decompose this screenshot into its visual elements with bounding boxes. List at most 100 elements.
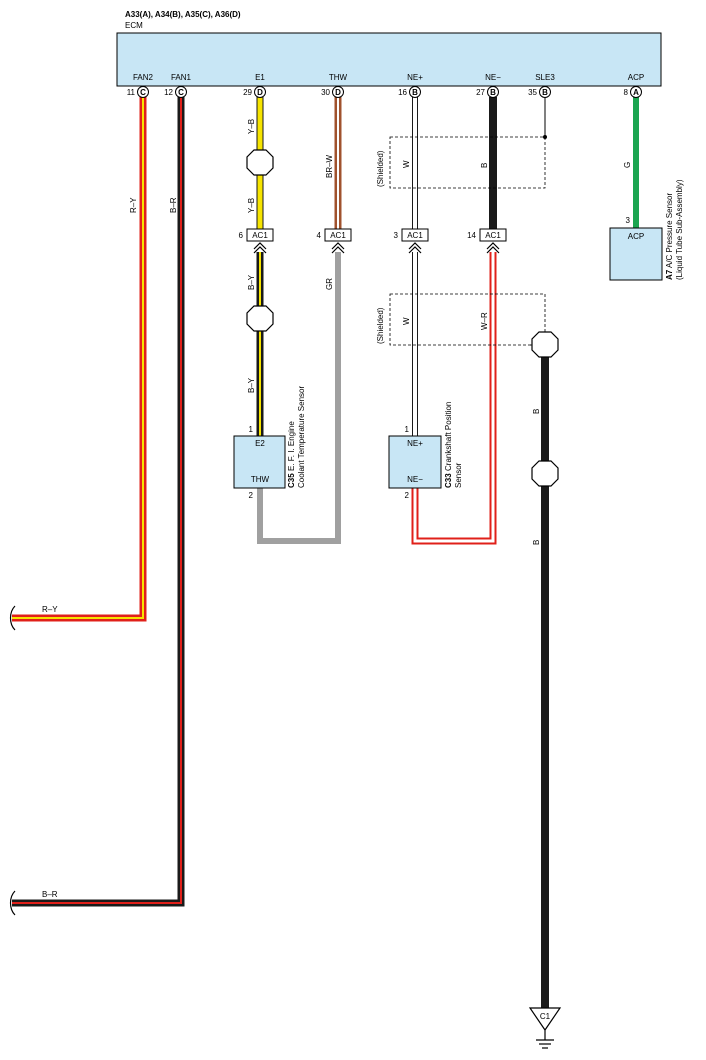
sensor-label-acp: ACP — [628, 232, 644, 241]
pin-letter-ne-minus: B — [490, 88, 496, 97]
sensor-label-e2: E2 — [255, 439, 265, 448]
chevron-up-icon — [253, 242, 267, 254]
pin-number-acp: 8 — [624, 88, 629, 97]
sensor-ac-pressure: ACP 3 — [609, 216, 663, 281]
chevron-up-icon — [486, 242, 500, 254]
ecm-name: ECM — [125, 21, 143, 30]
pin-number-e1: 29 — [243, 88, 252, 97]
wire-break-mark-br — [9, 890, 16, 916]
wire-label-thw-low: GR — [325, 278, 334, 290]
wire-label-ground-upper: B — [532, 409, 541, 414]
ecm-connectors-title: A33(A), A34(B), A35(C), A36(D) — [125, 10, 241, 19]
pin-label-ne-minus: NE− — [485, 73, 501, 82]
pin-number-ne-plus: 16 — [398, 88, 407, 97]
sensor-coolant-temp: E2 THW 1 2 — [233, 425, 286, 500]
sensor-coolant-name-line2: Coolant Temperature Sensor — [297, 386, 306, 488]
shield-box-upper — [389, 136, 546, 189]
pin-number-fan2: 11 — [127, 88, 136, 97]
pin-label-acp: ACP — [628, 73, 644, 82]
ecm-box — [116, 32, 662, 87]
pin-letter-sle3: B — [542, 88, 548, 97]
junction-label: AC1 — [252, 231, 268, 240]
shielded-label-lower: (Shielded) — [376, 307, 385, 344]
pin-label-fan1: FAN1 — [171, 73, 192, 82]
junction-pin: 4 — [317, 231, 322, 240]
pin-label-thw: THW — [329, 73, 348, 82]
wire-label-thw: BR–W — [325, 154, 334, 178]
pin-number-ne-minus: 27 — [476, 88, 485, 97]
wire-label-e1-upper: Y–B — [247, 119, 256, 134]
chevron-up-icon — [408, 242, 422, 254]
wire-label-ne-plus-low: W — [402, 317, 411, 325]
ground-c1: C1 — [528, 1007, 562, 1049]
sensor-pin-top: 1 — [405, 425, 410, 434]
junction-ac1-14: AC1 14 — [467, 228, 507, 254]
junction-pin: 3 — [394, 231, 399, 240]
shield-box-lower — [389, 293, 546, 346]
junction-label: AC1 — [330, 231, 346, 240]
pin-letter-ne-plus: B — [412, 88, 418, 97]
wire-label-fan1: B–R — [169, 197, 178, 213]
sensor-coolant-name-line1: E. F. I. Engine — [287, 421, 296, 471]
sensor-pin-top: 1 — [249, 425, 254, 434]
wire-fan2-ry — [12, 97, 147, 622]
sensor-code-c35: C35 — [287, 473, 296, 488]
wire-break-mark-ry — [9, 605, 16, 631]
wire-fan1-br — [12, 97, 185, 907]
sensor-code-c33: C33 — [444, 473, 453, 488]
ground-label: C1 — [540, 1012, 551, 1021]
wire-label-ground-lower: B — [532, 540, 541, 545]
pin-label-fan2: FAN2 — [133, 73, 154, 82]
sensor-crank-name-line1: Crankshaft Position — [444, 402, 453, 471]
sensor-acp-name-line2: (Liquid Tube Sub-Assembly) — [675, 179, 684, 280]
pin-number-sle3: 35 — [528, 88, 537, 97]
wire-label-ne-plus: W — [402, 160, 411, 168]
pin-label-e1: E1 — [255, 73, 265, 82]
shielded-label-upper: (Shielded) — [376, 150, 385, 187]
pin-label-sle3: SLE3 — [535, 73, 555, 82]
ecm-pin-labels: FAN2 FAN1 E1 THW NE+ NE− SLE3 ACP — [133, 73, 644, 82]
junction-ac1-3: AC1 3 — [394, 228, 429, 254]
junction-label: AC1 — [485, 231, 501, 240]
junction-ac1-6: AC1 6 — [239, 228, 274, 254]
sensor-coolant-caption: C35 E. F. I. Engine Coolant Temperature … — [287, 386, 306, 488]
sensor-acp-name-line1: A/C Pressure Sensor — [665, 193, 674, 268]
sensor-crankshaft: NE+ NE− 1 2 — [388, 425, 442, 500]
wire-label-ne-minus-low: W–R — [480, 312, 489, 330]
pin-number-thw: 30 — [321, 88, 330, 97]
sensor-acp-caption: A7 A/C Pressure Sensor (Liquid Tube Sub-… — [665, 179, 684, 280]
sensor-label-ne-minus: NE− — [407, 475, 423, 484]
wire-label-acp: G — [623, 162, 632, 168]
wire-label-ne-minus: B — [480, 163, 489, 168]
sensor-label-thw: THW — [251, 475, 270, 484]
sensor-pin: 3 — [626, 216, 631, 225]
wire-label-fan2: R–Y — [129, 197, 138, 213]
chevron-up-icon — [331, 242, 345, 254]
splice-octagon-e1 — [246, 149, 274, 176]
pin-letter-fan1: C — [178, 88, 184, 97]
wire-label-e2-lower: B–Y — [247, 377, 256, 393]
pin-letter-fan2: C — [140, 88, 146, 97]
wire-ne-minus-wr — [411, 252, 497, 545]
wire-thw-gr — [257, 252, 341, 544]
junction-label: AC1 — [407, 231, 423, 240]
wire-label-left-br: B–R — [42, 890, 58, 899]
ecm-pin-circles: C 11 C 12 D 29 D 30 B 16 B 27 B 35 A 8 — [127, 86, 642, 98]
splice-octagon-e2 — [246, 305, 274, 332]
sensor-label-ne-plus: NE+ — [407, 439, 423, 448]
wire-label-left-ry: R–Y — [42, 605, 58, 614]
sensor-crank-name-line2: Sensor — [454, 462, 463, 488]
sensor-crankshaft-caption: C33 Crankshaft Position Sensor — [444, 402, 463, 488]
pin-letter-acp: A — [633, 88, 639, 97]
pin-letter-e1: D — [257, 88, 263, 97]
splice-octagon-ground-upper — [531, 331, 559, 358]
wire-label-e2-upper: B–Y — [247, 274, 256, 290]
pin-letter-thw: D — [335, 88, 341, 97]
sensor-pin-bottom: 2 — [249, 491, 254, 500]
junction-pin: 6 — [239, 231, 244, 240]
pin-number-fan1: 12 — [164, 88, 173, 97]
sensor-pin-bottom: 2 — [405, 491, 410, 500]
junction-ac1-4: AC1 4 — [317, 228, 352, 254]
sensor-code-a7: A7 — [665, 269, 674, 280]
